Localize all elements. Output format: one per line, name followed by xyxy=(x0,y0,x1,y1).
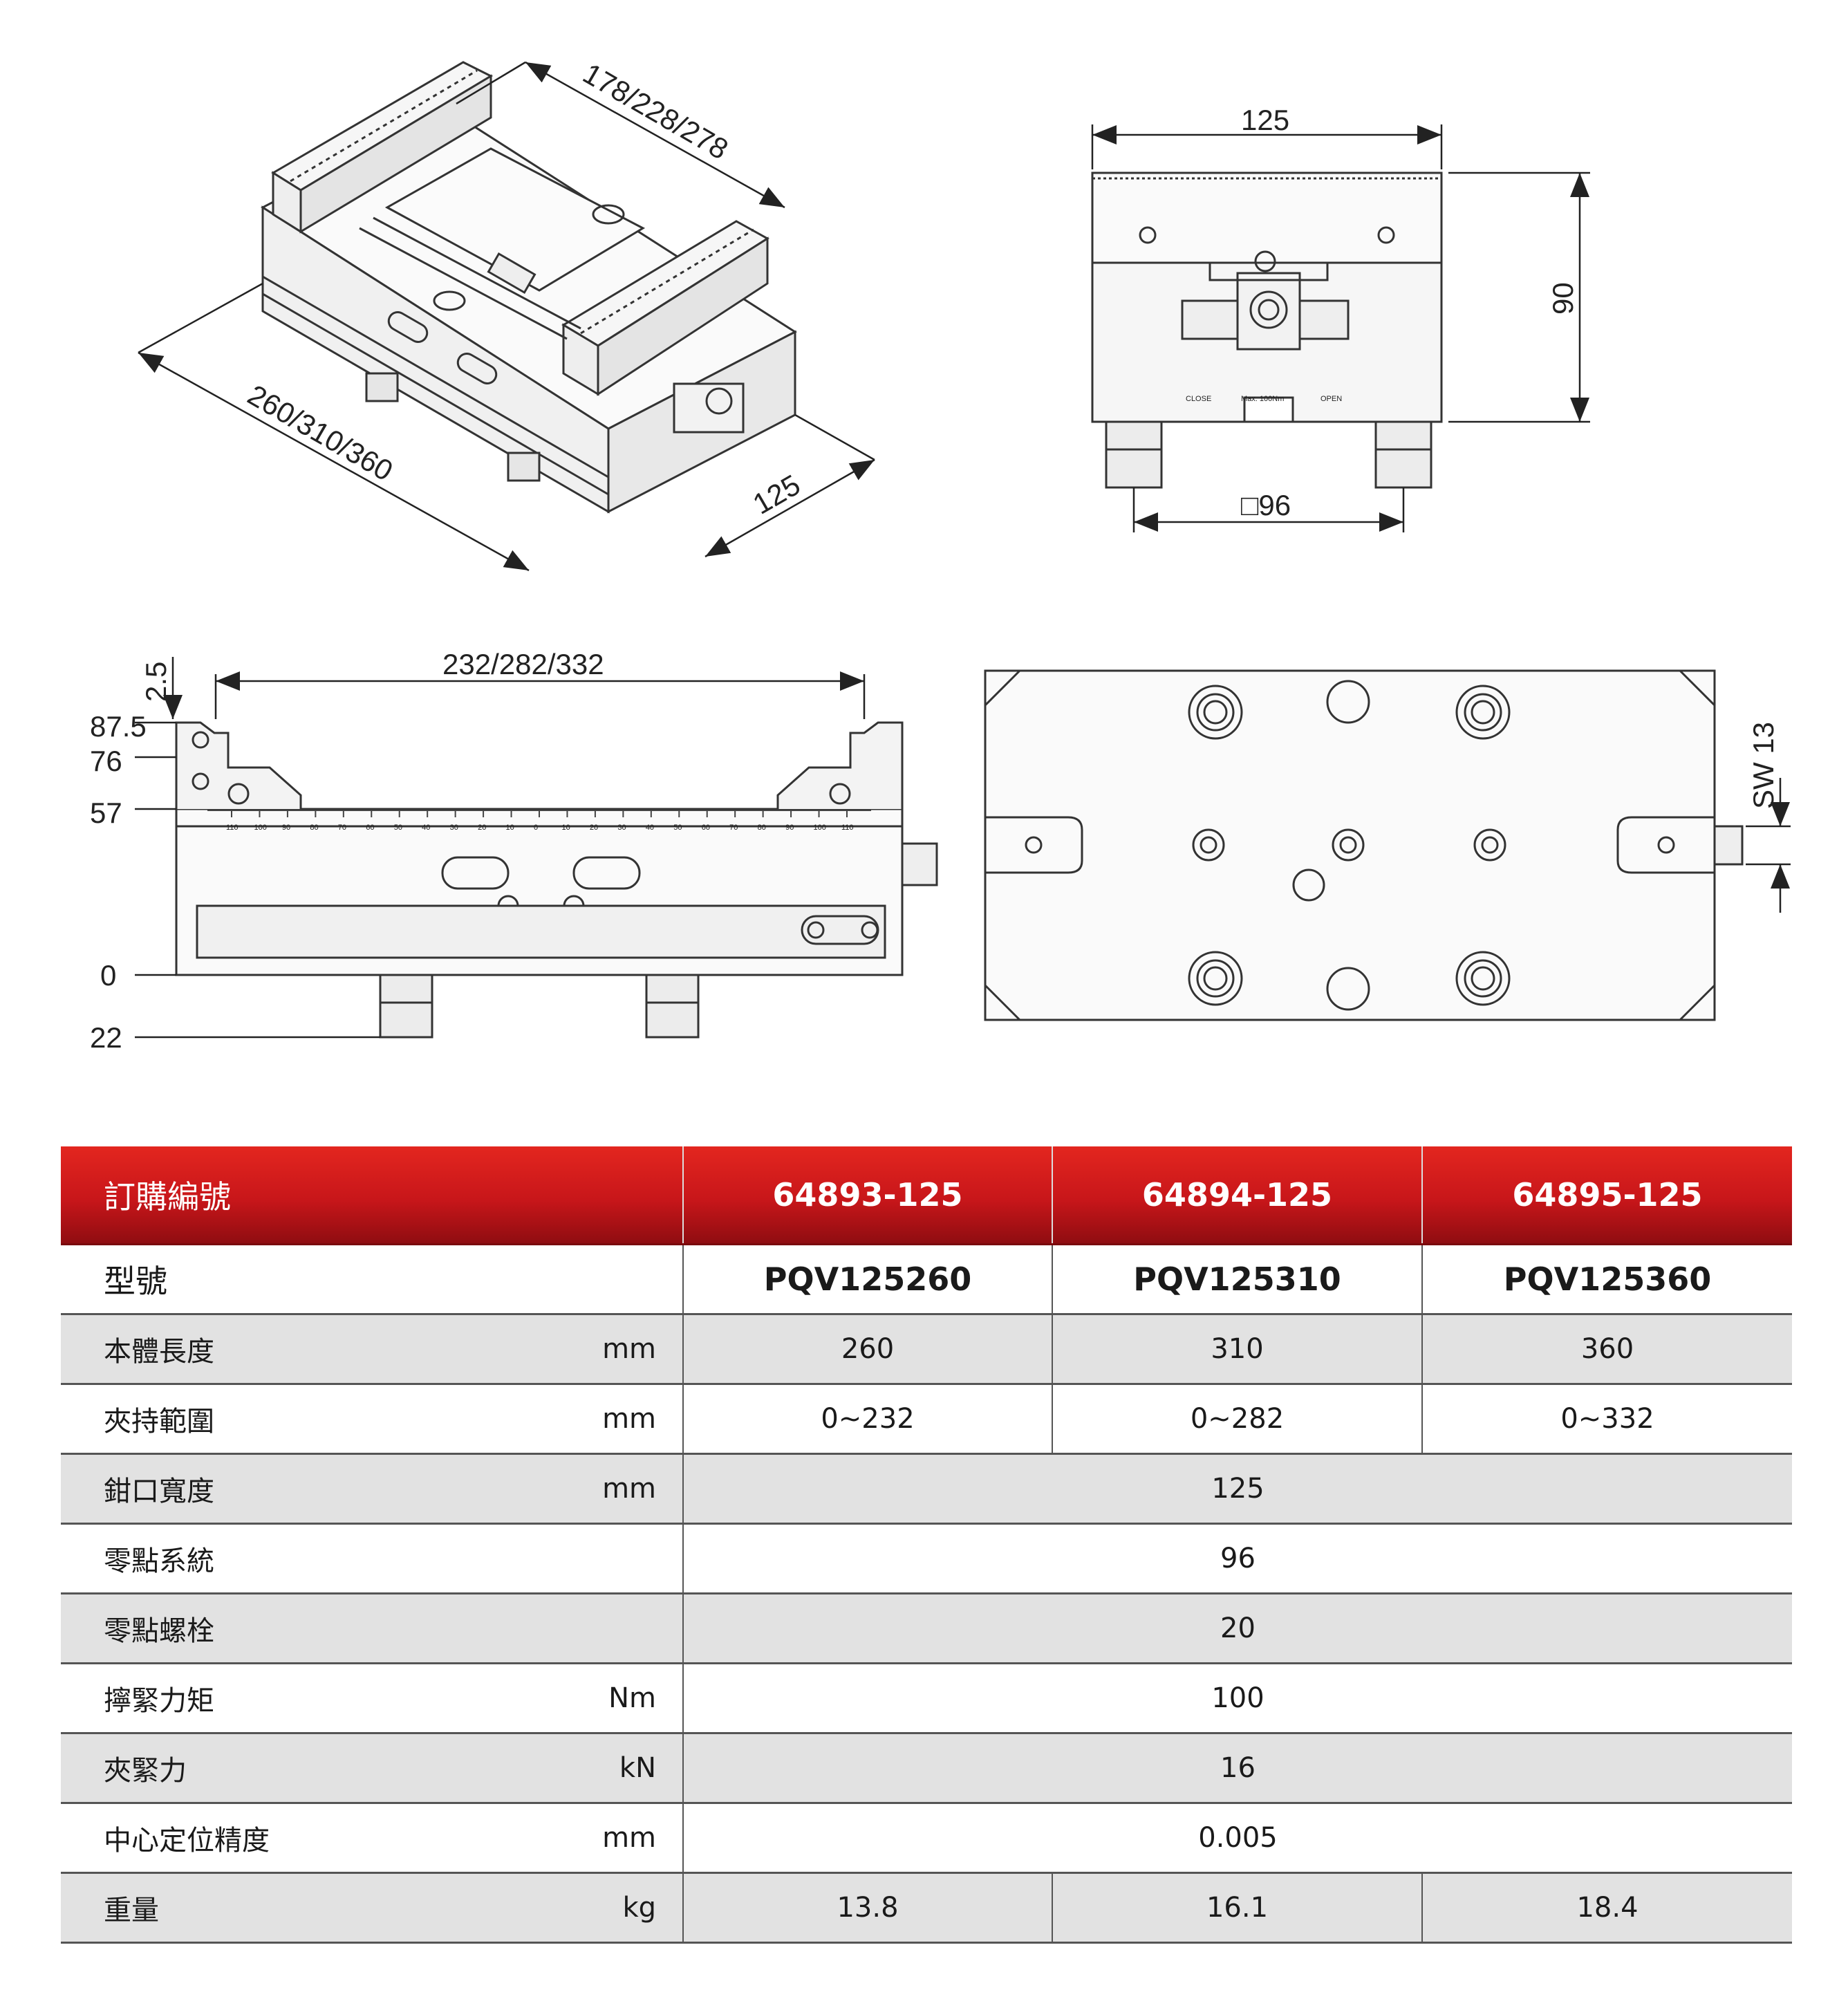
row-label: 重量 xyxy=(61,1872,503,1944)
row-value: 13.8 xyxy=(683,1872,1053,1944)
scale-tick-label: 40 xyxy=(646,824,654,832)
row-unit: mm xyxy=(503,1314,684,1385)
table-row: 零點系統 96 xyxy=(61,1523,1792,1594)
model-row: 型號 PQV125260 PQV125310 PQV125360 xyxy=(61,1244,1792,1315)
table-row: 鉗口寬度 mm 125 xyxy=(61,1453,1792,1525)
row-label: 本體長度 xyxy=(61,1314,503,1385)
table-row: 重量 kg 13.8 16.1 18.4 xyxy=(61,1872,1792,1944)
row-value: 360 xyxy=(1422,1314,1792,1385)
front-torque-label: Max. 100Nm xyxy=(1241,395,1284,403)
scale-tick-label: 50 xyxy=(673,824,682,832)
row-value: 16.1 xyxy=(1052,1872,1423,1944)
order-number-row: 訂購編號 64893-125 64894-125 64895-125 xyxy=(61,1146,1792,1245)
model-1: PQV125260 xyxy=(683,1244,1053,1315)
scale-tick-label: 40 xyxy=(422,824,430,832)
order-number-3: 64895-125 xyxy=(1422,1146,1792,1245)
scale-tick-label: 60 xyxy=(366,824,374,832)
row-label: 零點系統 xyxy=(61,1523,503,1594)
side-clamp-range-dim: 232/282/332 xyxy=(442,648,604,680)
row-value: 100 xyxy=(683,1663,1792,1734)
side-level-76: 76 xyxy=(90,745,122,777)
row-unit: Nm xyxy=(503,1663,684,1734)
table-row: 擰緊力矩 Nm 100 xyxy=(61,1663,1792,1734)
row-unit: mm xyxy=(503,1803,684,1874)
order-number-2: 64894-125 xyxy=(1052,1146,1423,1245)
row-value: 125 xyxy=(683,1453,1792,1525)
scale-tick-label: 110 xyxy=(226,824,239,832)
row-unit: mm xyxy=(503,1453,684,1525)
row-unit xyxy=(503,1593,684,1664)
scale-tick-label: 100 xyxy=(254,824,266,832)
order-number-unit xyxy=(503,1146,684,1245)
side-view xyxy=(175,721,938,1039)
iso-width-dim: 125 xyxy=(747,468,805,521)
row-unit: kg xyxy=(503,1872,684,1944)
scale-tick-label: 0 xyxy=(534,824,538,832)
scale-tick-label: 110 xyxy=(841,824,854,832)
row-unit: kN xyxy=(503,1733,684,1804)
top-view xyxy=(984,669,1744,1021)
front-height-dim: 90 xyxy=(1547,282,1579,315)
scale-tick-label: 80 xyxy=(758,824,766,832)
scale-tick-label: 70 xyxy=(729,824,738,832)
order-number-1: 64893-125 xyxy=(683,1146,1053,1245)
front-zero-point-dim: □96 xyxy=(1241,489,1291,521)
side-level-0: 0 xyxy=(100,959,116,992)
front-width-dim: 125 xyxy=(1241,104,1289,136)
row-label: 中心定位精度 xyxy=(61,1803,503,1874)
row-value: 0~232 xyxy=(683,1384,1053,1455)
row-value: 96 xyxy=(683,1523,1792,1594)
side-level-57: 57 xyxy=(90,797,122,829)
row-label: 夾持範圍 xyxy=(61,1384,503,1455)
model-label: 型號 xyxy=(61,1244,503,1315)
row-unit: mm xyxy=(503,1384,684,1455)
table-row: 夾緊力 kN 16 xyxy=(61,1733,1792,1804)
table-row: 中心定位精度 mm 0.005 xyxy=(61,1803,1792,1874)
scale-tick-label: 90 xyxy=(785,824,794,832)
row-label: 零點螺栓 xyxy=(61,1593,503,1664)
row-value: 0.005 xyxy=(683,1803,1792,1874)
scale-tick-label: 100 xyxy=(814,824,826,832)
row-value: 16 xyxy=(683,1733,1792,1804)
side-level-22: 22 xyxy=(90,1021,122,1054)
front-close-label: CLOSE xyxy=(1186,395,1211,403)
spec-table: 訂購編號 64893-125 64894-125 64895-125 型號 PQ… xyxy=(61,1146,1792,1944)
order-number-label: 訂購編號 xyxy=(61,1146,503,1245)
scale-tick-label: 20 xyxy=(478,824,486,832)
row-value: 310 xyxy=(1052,1314,1423,1385)
row-value: 260 xyxy=(683,1314,1053,1385)
side-level-2-5: 2.5 xyxy=(140,662,172,702)
row-label: 擰緊力矩 xyxy=(61,1663,503,1734)
scale-tick-label: 70 xyxy=(338,824,346,832)
scale-tick-label: 80 xyxy=(310,824,318,832)
table-row: 零點螺栓 20 xyxy=(61,1593,1792,1664)
table-row: 本體長度 mm 260 310 360 xyxy=(61,1314,1792,1385)
front-view xyxy=(1091,171,1443,489)
front-open-label: OPEN xyxy=(1320,395,1342,403)
row-value: 0~332 xyxy=(1422,1384,1792,1455)
technical-drawings: 260/310/360 178/228/278 125 CLOSE Max. 1… xyxy=(90,57,1791,1054)
scale-tick-label: 60 xyxy=(702,824,710,832)
model-2: PQV125310 xyxy=(1052,1244,1423,1315)
scale-tick-label: 50 xyxy=(394,824,402,832)
row-value: 18.4 xyxy=(1422,1872,1792,1944)
row-value: 20 xyxy=(683,1593,1792,1664)
scale-tick-label: 90 xyxy=(282,824,290,832)
row-value: 0~282 xyxy=(1052,1384,1423,1455)
scale-tick-label: 30 xyxy=(617,824,626,832)
model-3: PQV125360 xyxy=(1422,1244,1792,1315)
iso-opening-dim: 178/228/278 xyxy=(578,57,734,165)
scale-tick-label: 30 xyxy=(450,824,458,832)
scale-tick-label: 20 xyxy=(590,824,598,832)
scale-tick-label: 10 xyxy=(506,824,514,832)
row-label: 鉗口寬度 xyxy=(61,1453,503,1525)
row-unit xyxy=(503,1523,684,1594)
model-unit xyxy=(503,1244,684,1315)
row-label: 夾緊力 xyxy=(61,1733,503,1804)
table-row: 夾持範圍 mm 0~232 0~282 0~332 xyxy=(61,1384,1792,1455)
scale-tick-label: 10 xyxy=(561,824,570,832)
top-wrench-dim: SW 13 xyxy=(1747,722,1780,809)
side-level-87-5: 87.5 xyxy=(90,710,147,743)
